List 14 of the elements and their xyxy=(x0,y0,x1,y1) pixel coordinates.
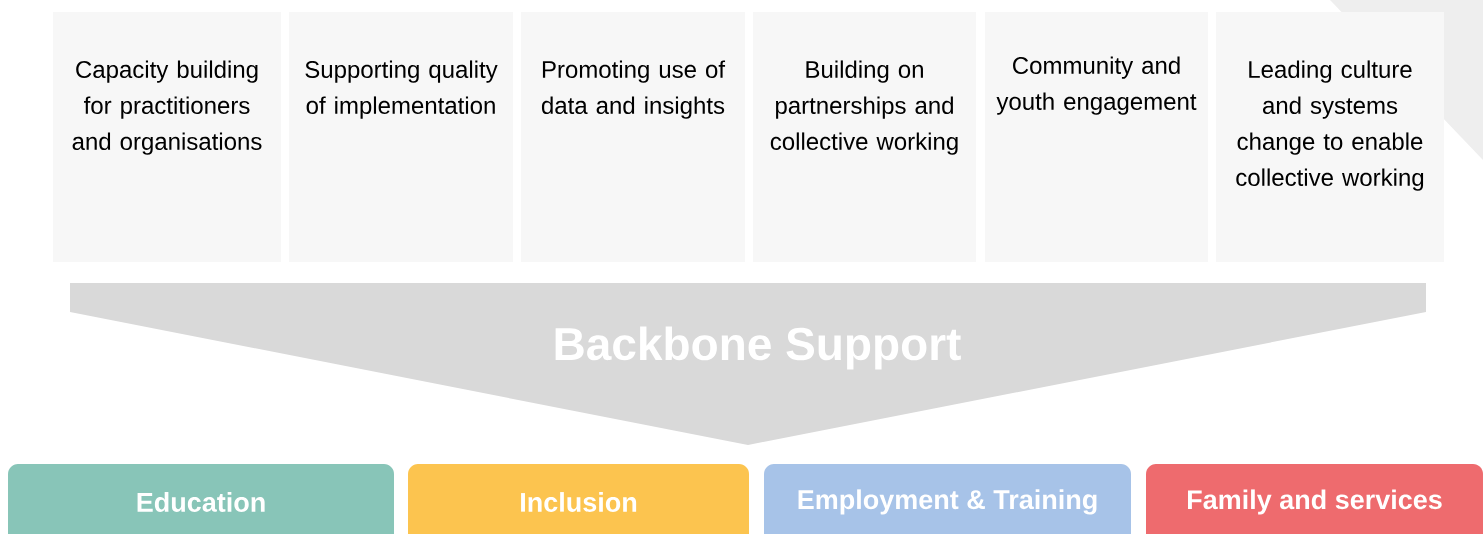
category-tab: Family and services xyxy=(1146,464,1483,534)
category-tab: Inclusion xyxy=(408,464,749,534)
support-card: Capacity building for practitioners and organisations xyxy=(53,12,281,262)
category-tab: Employment & Training xyxy=(764,464,1131,534)
node-label: Education xyxy=(137,492,265,512)
node-label: Employment & Training xyxy=(798,489,1097,515)
category-tab: Education xyxy=(8,464,394,534)
support-card: Leading culture and systems change to enable collective working xyxy=(1216,12,1444,262)
node-label: Family and services xyxy=(1188,489,1442,515)
support-card: Supporting quality of implementation xyxy=(289,12,513,262)
node-label: Inclusion xyxy=(521,492,637,512)
support-card: Building on partnerships and collective working xyxy=(753,12,976,262)
support-card: Community and youth engagement xyxy=(985,12,1208,262)
support-card: Promoting use of data and insights xyxy=(521,12,745,262)
